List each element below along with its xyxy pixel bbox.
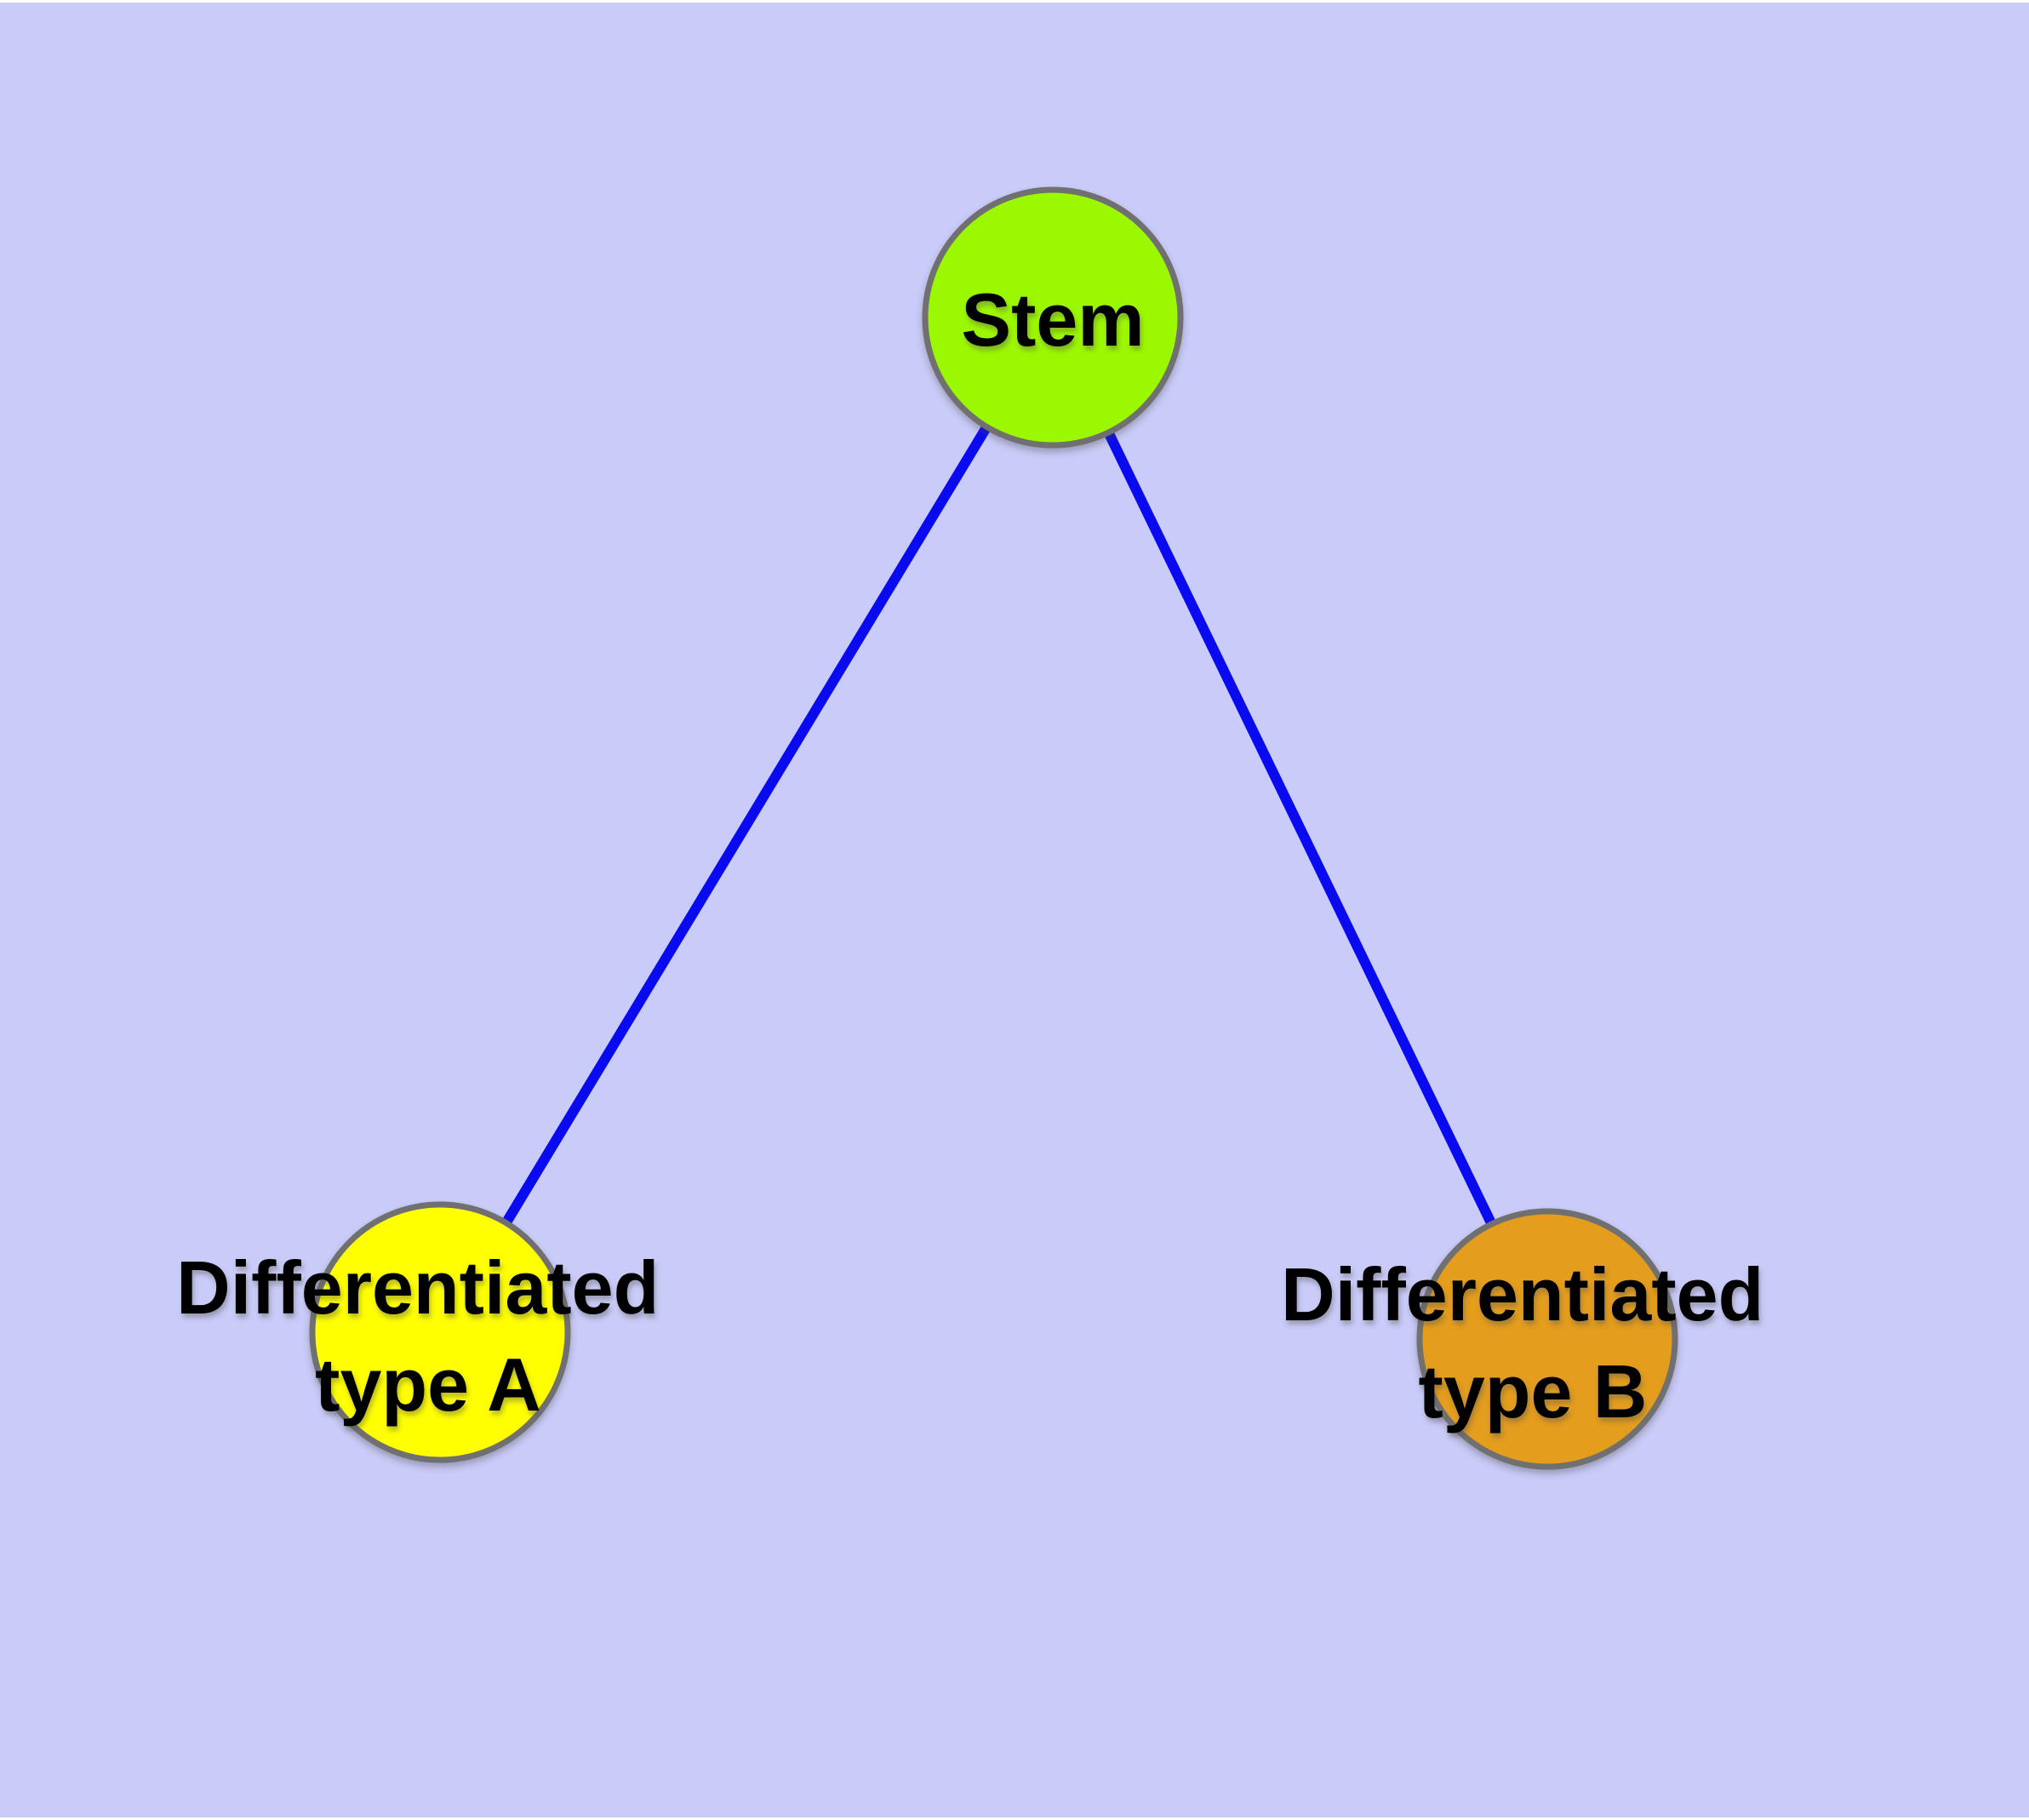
top-trim-line: [0, 0, 2029, 3]
type-a-node-label: Differentiated type A: [176, 1245, 680, 1427]
type-b-node-label: Differentiated type B: [1281, 1252, 1785, 1434]
edge-stem-to-type-b: [1048, 315, 1552, 1342]
edges-layer: [435, 314, 1552, 1342]
node-stem: Stem: [922, 186, 1184, 449]
type-a-label-line-2: type A: [315, 1342, 541, 1427]
node-type-b: Differentiated type B: [1281, 1208, 1785, 1470]
node-type-a: Differentiated type A: [176, 1201, 680, 1463]
type-b-label-line-1: Differentiated: [1281, 1252, 1763, 1336]
type-a-node-circle: [309, 1201, 571, 1463]
type-b-label-line-2: type B: [1419, 1349, 1648, 1434]
type-b-node-circle: [1416, 1208, 1678, 1470]
edge-stem-to-type-a: [435, 314, 1058, 1336]
nodes-layer: Stem Differentiated type A Differentiate…: [176, 186, 1785, 1470]
stem-node-circle: [922, 186, 1184, 449]
bottom-trim-line: [0, 1817, 2029, 1820]
type-a-label-line-1: Differentiated: [176, 1245, 659, 1330]
stem-node-label: Stem: [961, 278, 1144, 362]
